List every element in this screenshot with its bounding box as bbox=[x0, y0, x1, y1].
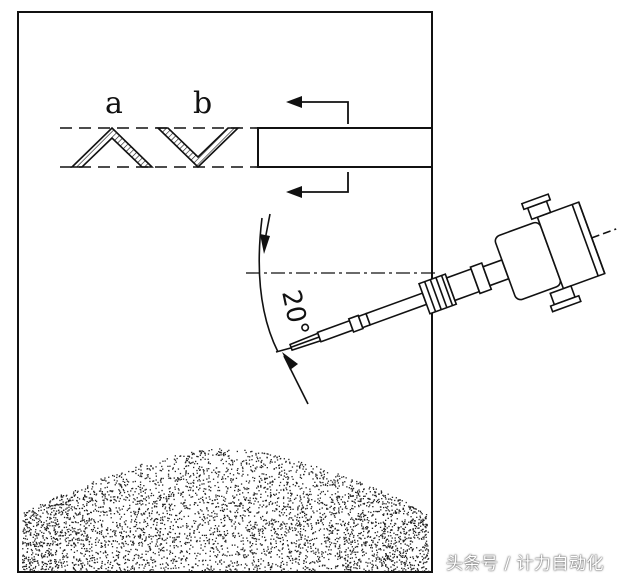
flow-arrow-top bbox=[286, 96, 349, 124]
angle-label: 20° bbox=[275, 287, 314, 338]
chevron-b bbox=[156, 127, 240, 169]
chevron-a bbox=[70, 126, 154, 168]
label-b: b bbox=[193, 86, 212, 121]
level-sensor bbox=[289, 193, 617, 352]
flow-arrow-bottom bbox=[286, 172, 349, 198]
sensor-probe bbox=[316, 319, 354, 343]
label-a: a bbox=[105, 86, 123, 121]
inlet-pipe bbox=[257, 127, 433, 168]
material-pile bbox=[22, 448, 430, 573]
watermark: 头条号 / 计力自动化 bbox=[445, 554, 604, 574]
